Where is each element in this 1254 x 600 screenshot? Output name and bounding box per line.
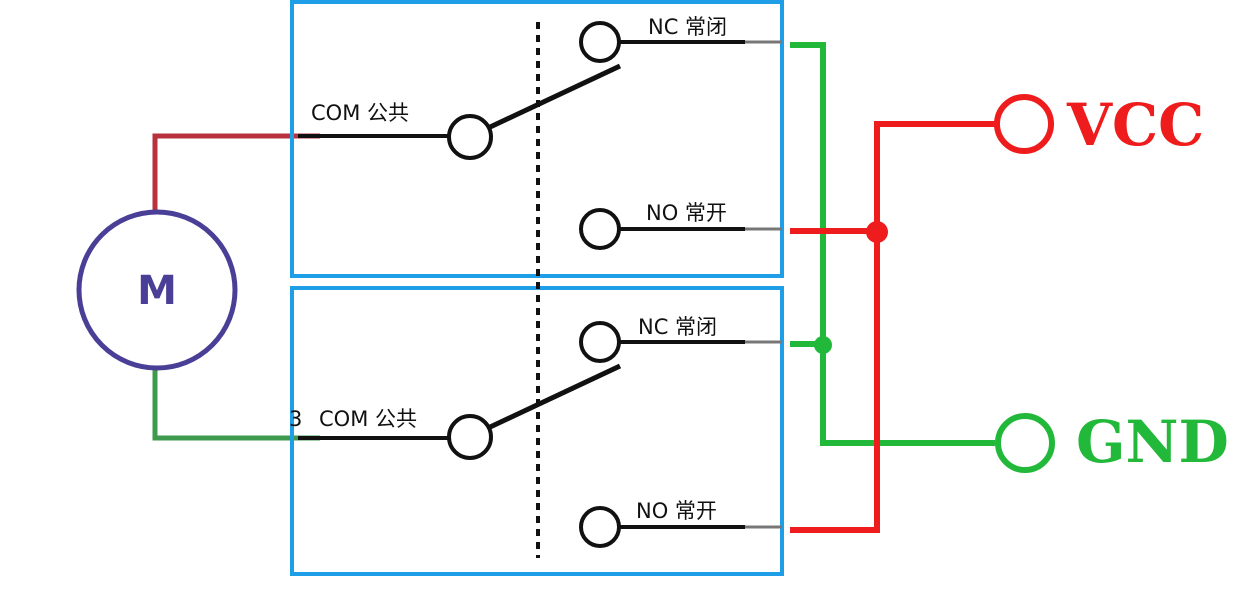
motor-label: M (137, 268, 177, 314)
relay-bottom-com-label: COM 公共 (319, 407, 417, 431)
gnd-wiring (790, 42, 995, 446)
gnd-terminal: GND (995, 408, 1229, 476)
relay-bottom: 3 COM 公共 NC 常闭 NO 常开 (289, 315, 782, 548)
relay-top-no-label: NO 常开 (646, 201, 727, 225)
relay-top-com-contact (447, 114, 493, 160)
vcc-wiring (790, 121, 995, 533)
vcc-junction-dot (866, 221, 888, 243)
relay-bottom-com-contact (447, 414, 493, 460)
relay-top-nc-contact (579, 21, 621, 63)
relay-top-switch-arm (486, 63, 622, 131)
relay-bottom-switch-arm (486, 363, 622, 431)
gnd-junction-dot (814, 336, 832, 354)
relay-top-nc-label: NC 常闭 (648, 15, 727, 39)
relay-bottom-no-label: NO 常开 (636, 499, 717, 523)
vcc-wire (790, 121, 995, 533)
gnd-label: GND (1076, 408, 1229, 476)
relay-top-no-contact (579, 208, 621, 250)
vcc-terminal: VCC (994, 91, 1204, 159)
motor-circle (76, 209, 238, 371)
motor: M (76, 133, 320, 441)
relay-bottom-nc-label: NC 常闭 (638, 315, 717, 339)
motor-wire-red (152, 133, 320, 212)
relay-bottom-nc-contact (579, 321, 621, 363)
relay-top: COM 公共 NC 常闭 NO 常开 (298, 15, 782, 250)
relay-bottom-no-contact (579, 506, 621, 548)
vcc-terminal-circle (994, 94, 1054, 154)
relay-top-com-label: COM 公共 (311, 101, 409, 125)
vcc-label: VCC (1066, 91, 1204, 159)
relay-bottom-com-prefix: 3 (289, 407, 302, 431)
gnd-terminal-circle (995, 413, 1055, 473)
motor-wire-green (152, 370, 320, 441)
gnd-wire (790, 42, 995, 446)
